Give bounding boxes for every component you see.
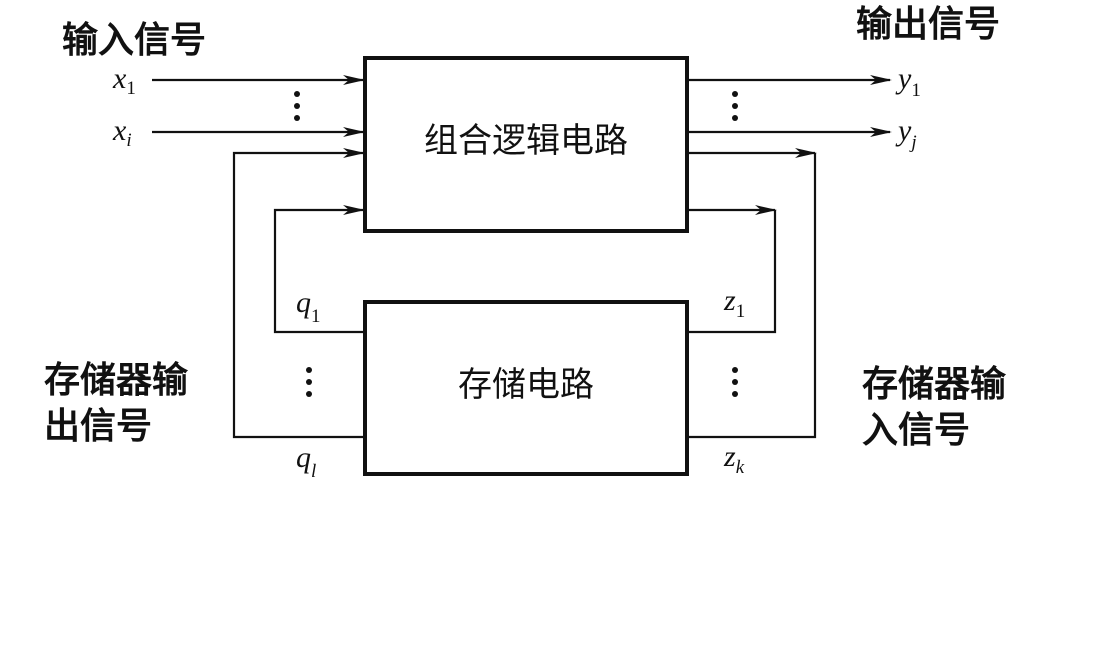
memory-input-ellipsis bbox=[732, 367, 738, 397]
signal-label-zk: zk bbox=[723, 440, 745, 478]
memory-circuit-block bbox=[363, 300, 689, 476]
memory-circuit-label: 存储电路 bbox=[458, 365, 594, 405]
signal-label-y1: y1 bbox=[895, 62, 921, 101]
memory-input-wire-zk bbox=[687, 153, 817, 439]
signal-label-xi: xi bbox=[112, 114, 132, 151]
memory-output-signal-label-line2: 出信号 bbox=[44, 406, 152, 447]
input-ellipsis bbox=[294, 91, 300, 121]
output-signal-label: 输出信号 bbox=[856, 4, 1000, 45]
memory-input-wire-z1 bbox=[687, 210, 777, 334]
feedback-wire-q1 bbox=[273, 205, 365, 334]
signal-label-z1: z1 bbox=[723, 284, 745, 322]
output-ellipsis bbox=[732, 91, 738, 121]
combinational-logic-block bbox=[363, 56, 689, 233]
feedback-wire-ql bbox=[232, 148, 365, 439]
signal-label-ql: ql bbox=[296, 441, 316, 482]
signal-label-yj: yj bbox=[895, 114, 917, 153]
memory-output-ellipsis bbox=[306, 367, 312, 397]
memory-output-signal-label-line1: 存储器输 bbox=[44, 360, 189, 401]
memory-input-signal-label-line2: 入信号 bbox=[862, 410, 970, 451]
memory-input-signal-label-line1: 存储器输 bbox=[862, 364, 1007, 405]
signal-label-x1: x1 bbox=[112, 62, 136, 99]
input-signal-label: 输入信号 bbox=[62, 20, 206, 61]
combinational-logic-label: 组合逻辑电路 bbox=[424, 121, 628, 161]
signal-label-q1: q1 bbox=[296, 286, 321, 327]
